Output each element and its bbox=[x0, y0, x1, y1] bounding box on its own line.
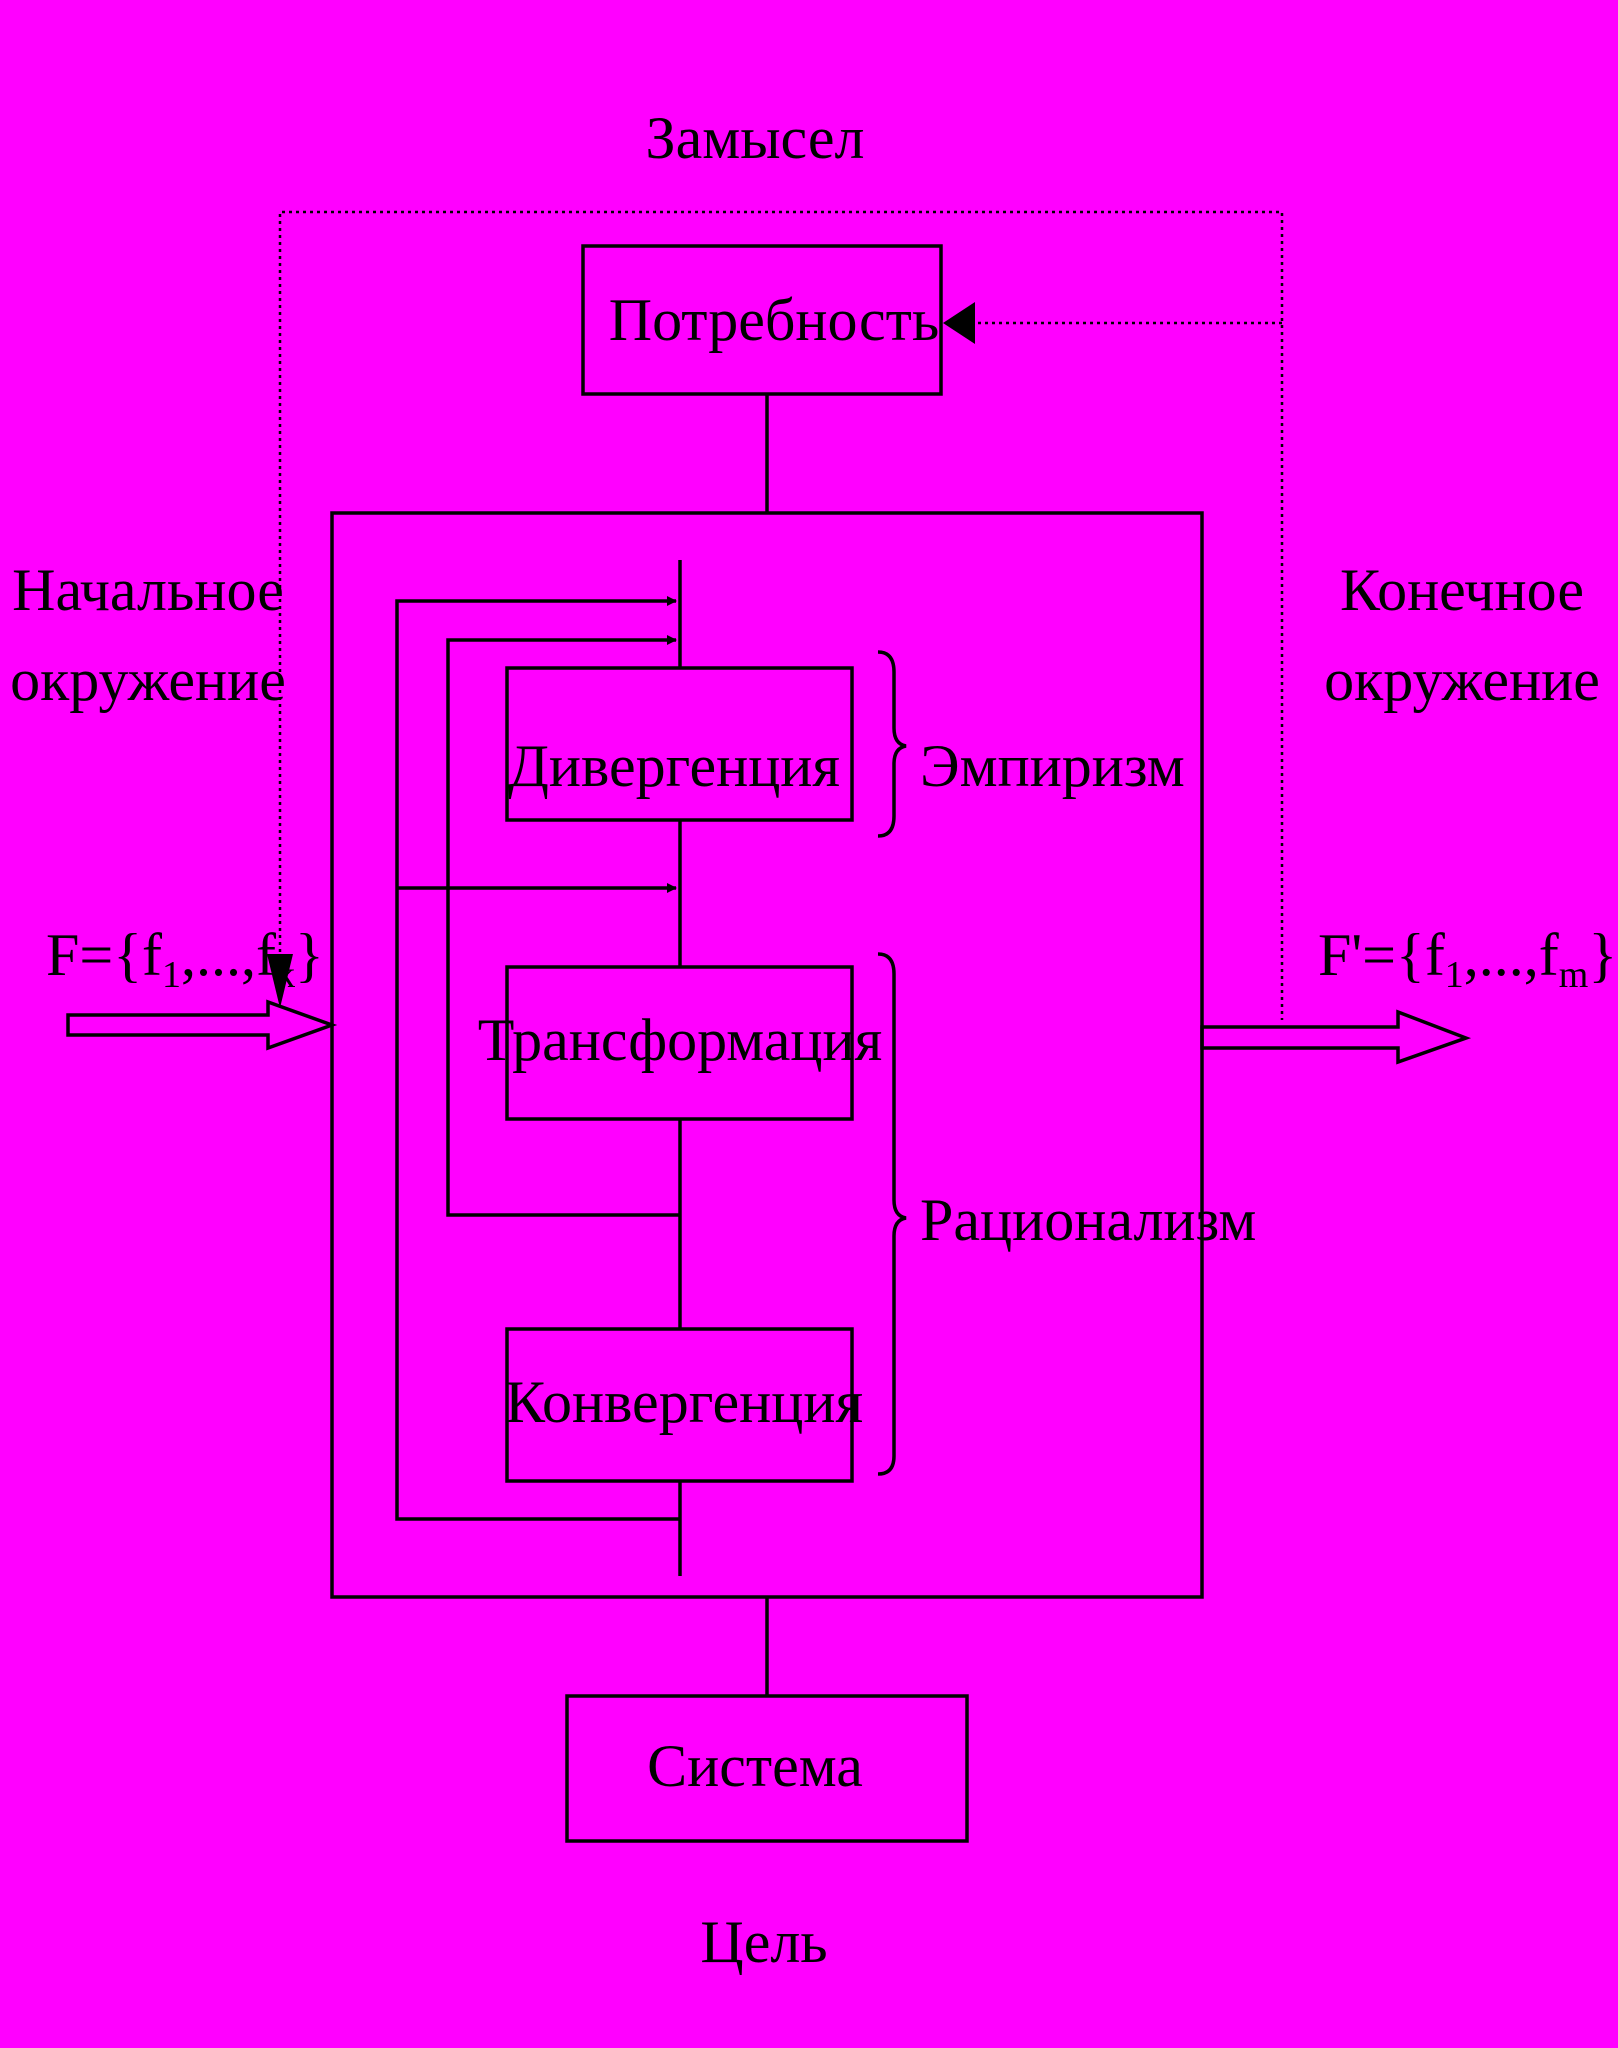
empiricism-brace bbox=[877, 650, 907, 838]
need-box bbox=[581, 244, 943, 396]
input-set-mid: ,...,f bbox=[181, 922, 276, 988]
need-label: Потребность bbox=[609, 287, 939, 353]
input-set-label: F={f1,...,fk} bbox=[46, 922, 324, 996]
empiricism-label: Эмпиризм bbox=[920, 733, 1185, 799]
input-feedback-arrowhead bbox=[267, 954, 293, 1008]
input-set-sub-1: 1 bbox=[162, 954, 181, 996]
system-box bbox=[565, 1694, 969, 1843]
input-set-sub-k: k bbox=[276, 954, 295, 996]
convergence-label: Конвергенция bbox=[505, 1369, 863, 1435]
transformation-label: Трансформация bbox=[478, 1007, 882, 1073]
intent-feedback-loop bbox=[278, 210, 1284, 1020]
input-set-suffix: } bbox=[295, 922, 324, 988]
divergence-label: Дивергенция bbox=[508, 733, 840, 799]
output-set-prefix: F'={f bbox=[1318, 922, 1445, 988]
rationalism-brace bbox=[877, 952, 907, 1476]
output-set-suffix: } bbox=[1588, 922, 1617, 988]
initial-environment-label-1: Начальное bbox=[12, 557, 284, 623]
output-set-sub-1: 1 bbox=[1445, 954, 1464, 996]
inner-feedback-loop bbox=[446, 635, 680, 1217]
final-environment-label-2: окружение bbox=[1324, 647, 1600, 713]
input-set-prefix: F={f bbox=[46, 922, 162, 988]
goal-label: Цель bbox=[700, 1909, 827, 1975]
rationalism-label: Рационализм bbox=[920, 1187, 1256, 1253]
input-arrow bbox=[66, 999, 338, 1051]
output-set-label: F'={f1,...,fm} bbox=[1318, 922, 1617, 996]
final-environment-label-1: Конечное bbox=[1340, 557, 1584, 623]
initial-environment-label-2: окружение bbox=[10, 647, 286, 713]
intent-label: Замысел bbox=[646, 105, 865, 171]
output-set-mid: ,...,f bbox=[1464, 922, 1559, 988]
output-set-sub-m: m bbox=[1559, 954, 1589, 996]
system-label: Система bbox=[647, 1733, 863, 1799]
need-feedback-arrowhead bbox=[943, 302, 975, 344]
output-arrow bbox=[1200, 1009, 1472, 1065]
outer-feedback-loop bbox=[395, 596, 680, 1521]
